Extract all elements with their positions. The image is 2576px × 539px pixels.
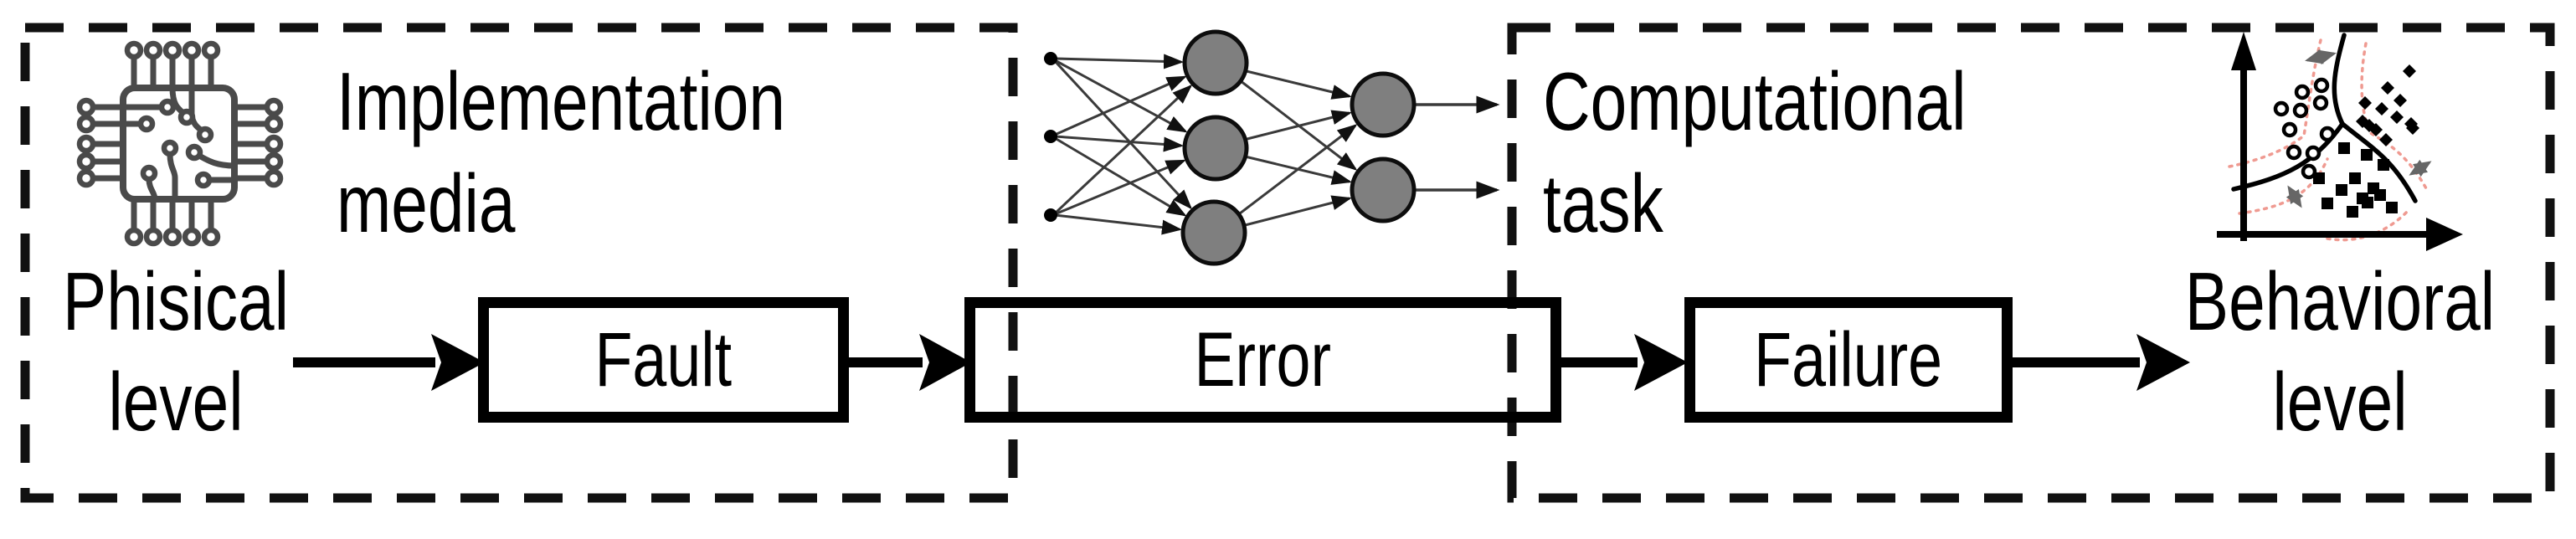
arrow-physical-to-fault	[293, 334, 485, 391]
fault-box: Fault	[478, 297, 849, 423]
computational-task-title-line1: Computational	[1543, 55, 1967, 147]
physical-level-label-line2: level	[108, 356, 244, 448]
error-box: Error	[964, 297, 1561, 423]
implementation-media-title-line2: media	[337, 157, 516, 249]
physical-level-label-line1: Phisical	[62, 255, 290, 347]
behavioral-level-label: Behavioral level	[2183, 251, 2497, 452]
implementation-media-title-line1: Implementation	[337, 55, 786, 147]
failure-box-label: Failure	[1754, 317, 1943, 403]
computational-task-title: Computational task	[1543, 50, 1967, 254]
computational-task-title-line2: task	[1543, 157, 1663, 249]
classifier-icon	[2202, 25, 2478, 268]
behavioral-level-label-line2: level	[2272, 356, 2408, 448]
physical-level-label: Phisical level	[55, 251, 296, 452]
implementation-media-dashed-box	[20, 23, 1018, 503]
error-box-label: Error	[1194, 317, 1332, 403]
arrow-error-to-failure	[1557, 334, 1688, 391]
arrow-failure-to-behavioral	[2011, 334, 2190, 391]
arrow-fault-to-error	[847, 334, 971, 391]
behavioral-level-label-line1: Behavioral	[2184, 255, 2496, 347]
neural-network-icon	[1030, 23, 1515, 279]
chip-icon	[71, 33, 289, 255]
fault-box-label: Fault	[594, 317, 733, 403]
computational-task-dashed-box	[1507, 23, 2555, 503]
implementation-media-title: Implementation media	[337, 50, 785, 254]
failure-box: Failure	[1684, 297, 2013, 423]
